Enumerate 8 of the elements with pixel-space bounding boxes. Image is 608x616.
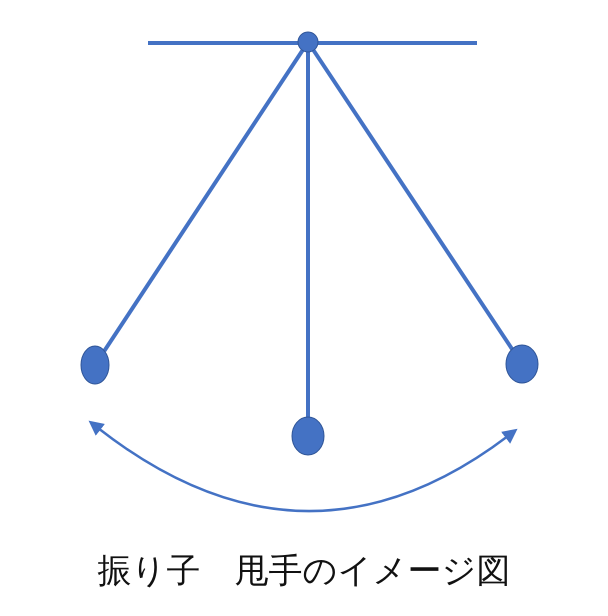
caption: 振り子 甩手のイメージ図 bbox=[98, 552, 510, 592]
pendulum-string bbox=[102, 49, 304, 352]
pendulum-bob bbox=[292, 416, 324, 456]
pendulum-bob bbox=[80, 346, 110, 384]
pivot-point bbox=[298, 32, 318, 52]
pendulum-string bbox=[312, 49, 514, 350]
pendulum-string bbox=[306, 52, 310, 417]
pendulum-bob bbox=[506, 344, 538, 384]
